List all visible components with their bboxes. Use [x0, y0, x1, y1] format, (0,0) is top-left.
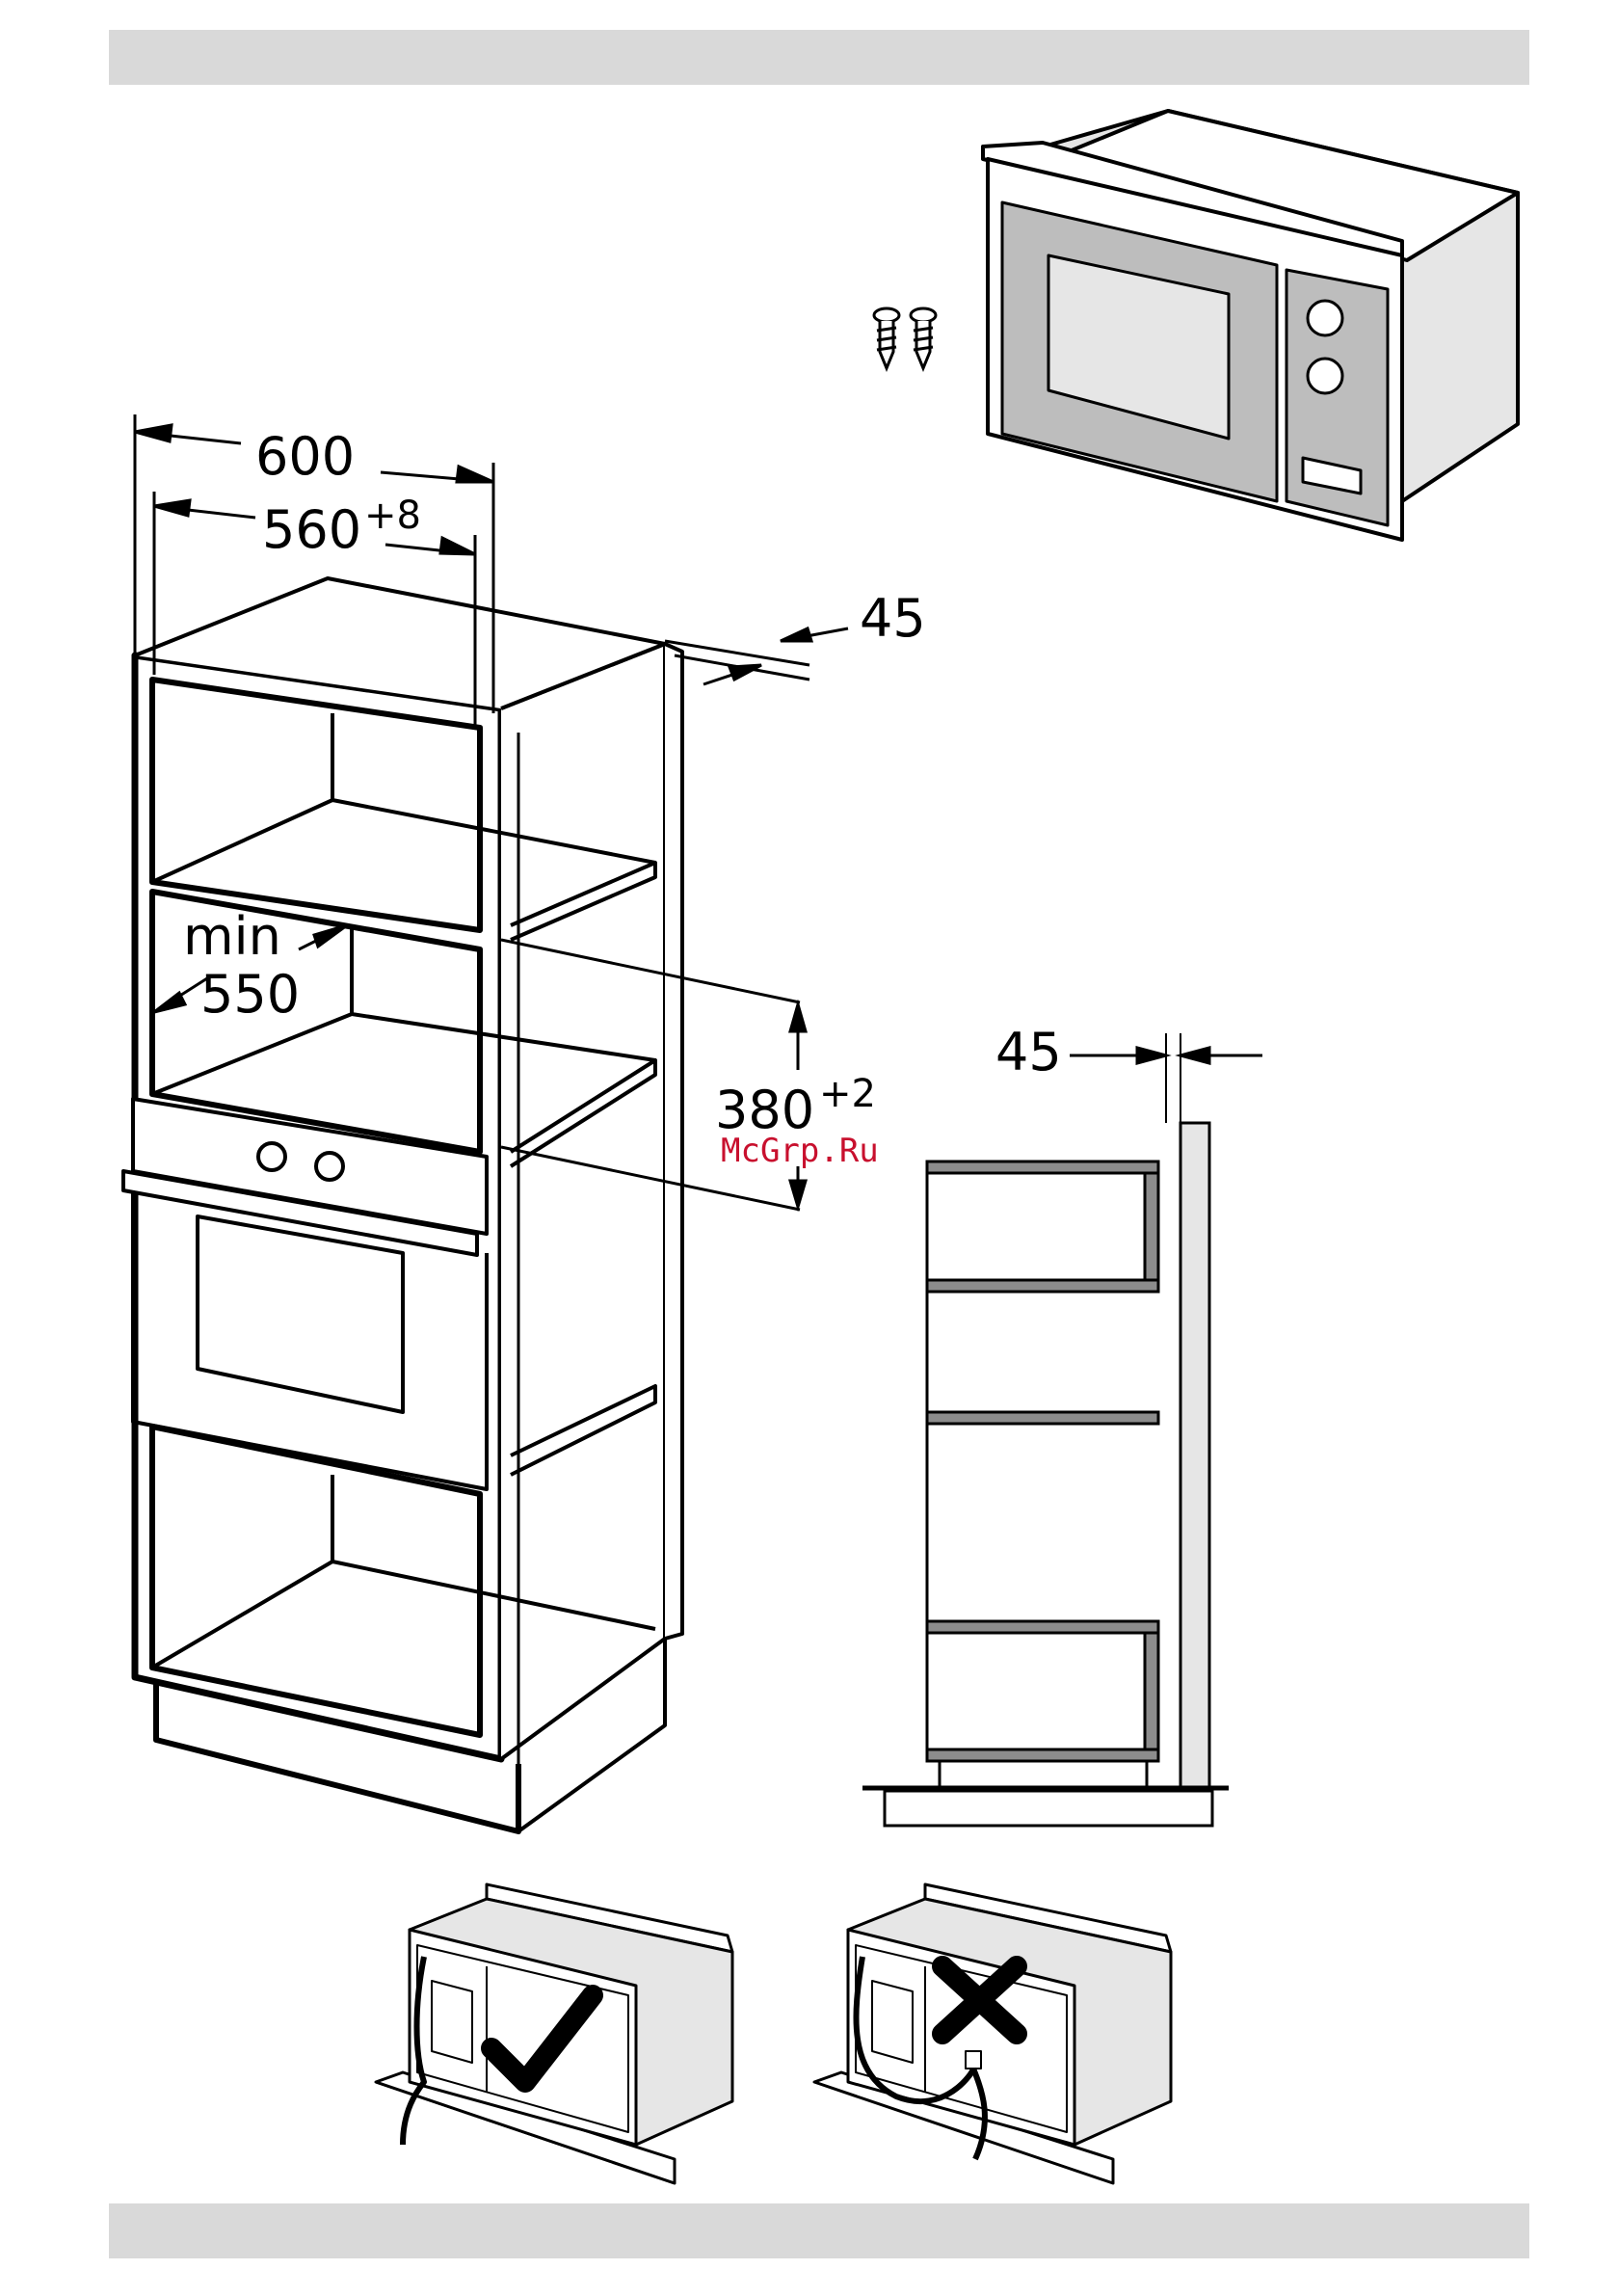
dimension-min-label: min	[183, 906, 281, 967]
dimension-niche-width: 560	[262, 499, 361, 560]
dimension-side-gap: 45	[995, 1022, 1062, 1082]
screws-illustration	[874, 308, 936, 368]
dimension-min-depth: 550	[200, 964, 300, 1025]
dimension-cabinet-width: 600	[255, 426, 355, 487]
screw-icon	[911, 308, 936, 368]
tall-cabinet-illustration	[123, 578, 682, 1831]
cable-routing-wrong	[814, 1884, 1171, 2183]
dimension-depth-gap: 45	[860, 588, 926, 649]
side-section-illustration	[862, 1033, 1262, 1826]
dimension-niche-height-tolerance: +2	[819, 1072, 876, 1116]
screw-icon	[874, 308, 899, 368]
watermark: McGrp.Ru	[721, 1132, 879, 1170]
cable-routing-correct	[376, 1884, 732, 2183]
dimension-niche-width-tolerance: +8	[364, 494, 421, 538]
microwave-illustration	[983, 111, 1518, 540]
